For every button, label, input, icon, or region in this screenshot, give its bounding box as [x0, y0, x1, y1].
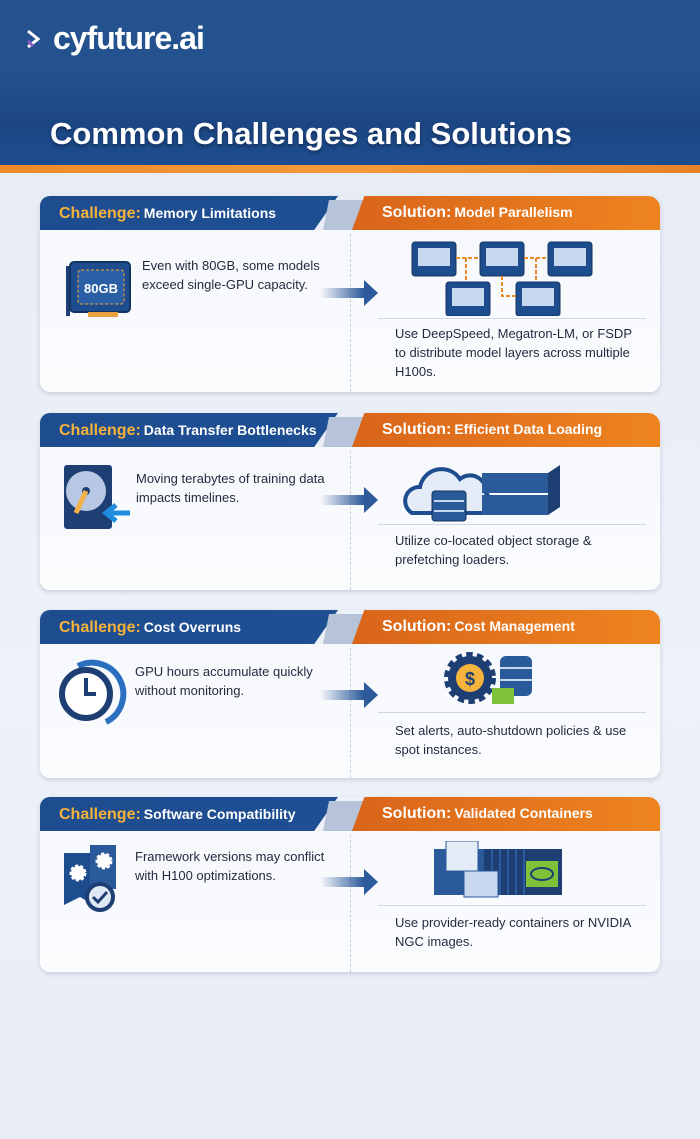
- solution-header: Solution:Efficient Data Loading: [352, 413, 660, 447]
- challenge-header: Challenge:Cost Overruns: [40, 610, 338, 644]
- challenge-title: Software Compatibility: [143, 806, 296, 822]
- dashed-divider: [350, 234, 351, 392]
- arrow-right-icon: [320, 682, 378, 708]
- challenge-card-data-transfer: Challenge:Data Transfer Bottlenecks Solu…: [40, 413, 660, 590]
- arrow-right-icon: [320, 487, 378, 513]
- solution-label: Solution:: [382, 204, 452, 221]
- dashed-divider: [350, 648, 351, 778]
- divider-line: [378, 318, 646, 319]
- hard-drive-icon: [64, 465, 130, 529]
- solution-header: Solution:Validated Containers: [352, 797, 660, 831]
- challenge-header: Challenge:Software Compatibility: [40, 797, 338, 831]
- challenge-header: Challenge:Data Transfer Bottlenecks: [40, 413, 338, 447]
- solution-description: Use provider-ready containers or NVIDIA …: [395, 915, 631, 949]
- gpu-memory-label: 80GB: [84, 281, 118, 296]
- challenge-header: Challenge:Memory Limitations: [40, 196, 338, 230]
- solution-title: Model Parallelism: [454, 204, 573, 220]
- divider-line: [378, 905, 646, 906]
- solution-description: Utilize co-located object storage & pref…: [395, 533, 592, 567]
- arrow-right-icon: [320, 280, 378, 306]
- logo-chevron-icon: [26, 29, 41, 48]
- gpu-card-icon: 80GB: [66, 261, 131, 317]
- logo-text: cyfuture.ai: [53, 20, 205, 56]
- challenge-label: Challenge:: [59, 205, 141, 222]
- challenge-description: Moving terabytes of training data impact…: [136, 471, 325, 505]
- page-title: Common Challenges and Solutions: [50, 116, 572, 151]
- solution-label: Solution:: [382, 805, 452, 822]
- challenge-title: Data Transfer Bottlenecks: [143, 422, 317, 438]
- cost-gear-database-icon: $: [444, 652, 532, 704]
- challenge-title: Memory Limitations: [143, 205, 277, 221]
- solution-label: Solution:: [382, 618, 452, 635]
- challenge-description: GPU hours accumulate quickly without mon…: [135, 664, 313, 698]
- challenge-title: Cost Overruns: [143, 619, 242, 635]
- dashed-divider: [350, 451, 351, 590]
- dollar-sign: $: [465, 669, 475, 689]
- parallel-gpus-icon: [411, 241, 593, 316]
- challenge-description: Framework versions may conflict with H10…: [135, 849, 325, 883]
- orange-divider: [0, 165, 700, 173]
- arrow-right-icon: [320, 869, 378, 895]
- divider-line: [378, 524, 646, 525]
- solution-header: Solution:Model Parallelism: [352, 196, 660, 230]
- solution-label: Solution:: [382, 421, 452, 438]
- dashed-divider: [350, 835, 351, 972]
- clock-icon: [59, 659, 127, 725]
- challenge-card-memory: Challenge:Memory Limitations Solution:Mo…: [40, 196, 660, 392]
- header-banner: [0, 0, 700, 166]
- challenge-card-cost: Challenge:Cost Overruns Solution:Cost Ma…: [40, 610, 660, 778]
- challenge-label: Challenge:: [59, 619, 141, 636]
- brand-logo: cyfuture.ai: [25, 20, 205, 57]
- challenge-label: Challenge:: [59, 806, 141, 823]
- solution-header: Solution:Cost Management: [352, 610, 660, 644]
- solution-description: Set alerts, auto-shutdown policies & use…: [395, 723, 627, 757]
- challenge-card-software: Challenge:Software Compatibility Solutio…: [40, 797, 660, 972]
- solution-title: Cost Management: [454, 618, 575, 634]
- software-settings-icon: [64, 845, 116, 912]
- solution-title: Validated Containers: [454, 805, 593, 821]
- container-nvidia-icon: [434, 841, 562, 898]
- challenge-label: Challenge:: [59, 422, 141, 439]
- divider-line: [378, 712, 646, 713]
- solution-title: Efficient Data Loading: [454, 421, 603, 437]
- solution-description: Use DeepSpeed, Megatron-LM, or FSDP to d…: [395, 326, 632, 379]
- challenge-description: Even with 80GB, some models exceed singl…: [142, 258, 320, 292]
- cloud-storage-icon: [403, 465, 560, 522]
